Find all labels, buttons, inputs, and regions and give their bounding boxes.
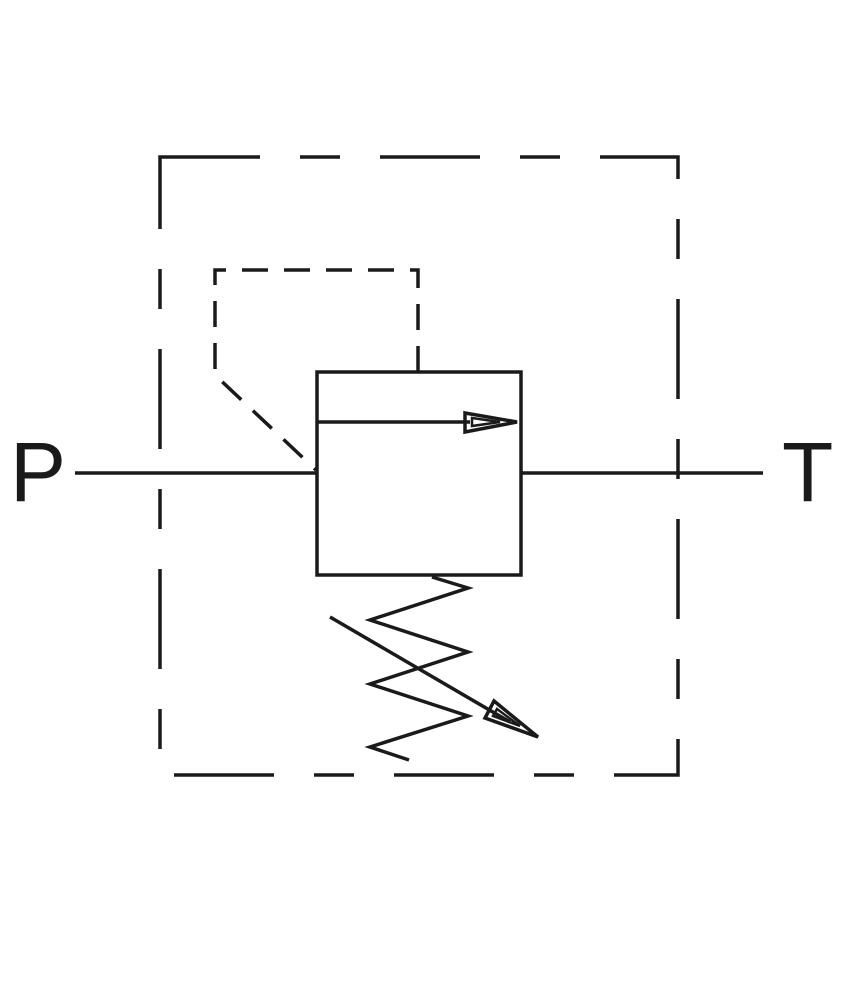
port-label-t: T (782, 425, 834, 519)
flow-arrow-inner (470, 416, 501, 428)
flow-arrow-icon (463, 410, 518, 435)
port-label-p: P (10, 425, 67, 519)
adjust-arrow-inner (491, 707, 521, 728)
pilot-line (213, 268, 420, 472)
enclosure-boundary (158, 155, 680, 777)
adjust-arrow-icon (482, 698, 540, 739)
valve-body (315, 370, 523, 577)
adjust-arrow-line (329, 615, 511, 724)
